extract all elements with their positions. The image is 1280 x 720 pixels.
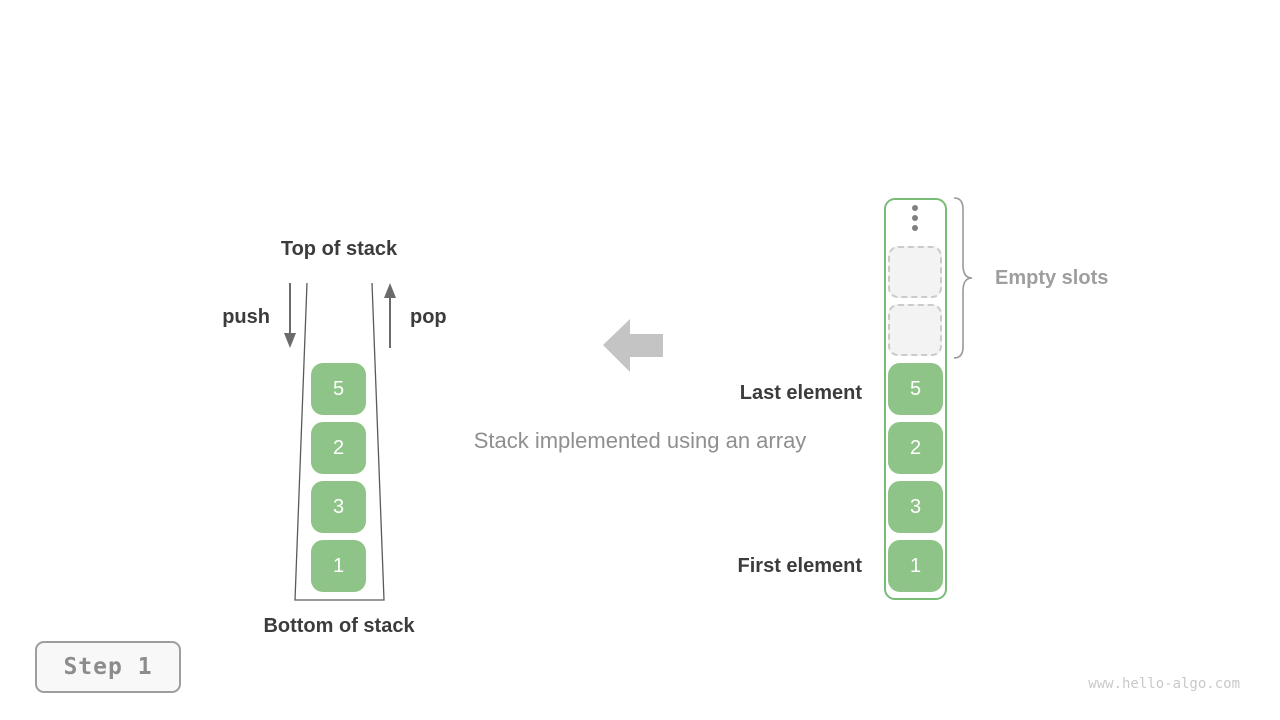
top-of-stack-label: Top of stack	[280, 238, 398, 260]
push-down-arrow-icon	[284, 283, 296, 348]
pop-label: pop	[410, 306, 447, 328]
ellipsis-icon	[912, 205, 918, 231]
array-cell: 1	[888, 540, 943, 592]
watermark: www.hello-algo.com	[1088, 676, 1240, 692]
pop-up-arrow-icon	[384, 283, 396, 348]
left-block-arrow-icon	[603, 319, 663, 372]
empty-slot	[888, 246, 942, 298]
array-cell: 3	[888, 481, 943, 533]
bottom-of-stack-label: Bottom of stack	[263, 615, 415, 637]
stack-cell: 3	[311, 481, 366, 533]
first-element-label: First element	[737, 555, 862, 577]
stack-container-outline	[294, 283, 385, 601]
array-cell: 5	[888, 363, 943, 415]
brace-icon	[953, 197, 973, 359]
step-badge: Step 1	[35, 641, 181, 693]
stack-cell: 2	[311, 422, 366, 474]
array-cell: 2	[888, 422, 943, 474]
empty-slot	[888, 304, 942, 356]
stack-cell: 5	[311, 363, 366, 415]
center-caption: Stack implemented using an array	[473, 428, 807, 453]
empty-slots-label: Empty slots	[995, 267, 1109, 289]
last-element-label: Last element	[739, 382, 862, 404]
push-label: push	[222, 306, 270, 328]
stack-cell: 1	[311, 540, 366, 592]
